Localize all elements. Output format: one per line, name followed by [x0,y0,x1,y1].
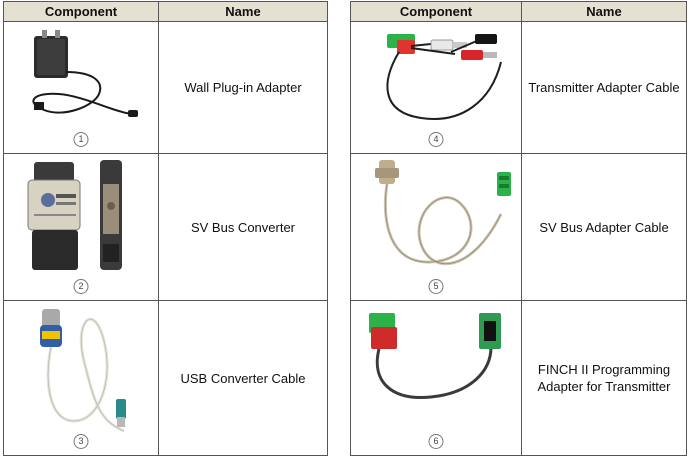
item-name: Transmitter Adapter Cable [521,21,687,154]
item-name: SV Bus Adapter Cable [521,153,687,301]
sv-bus-converter-image: 2 [3,153,159,301]
name-header: Name [158,1,328,22]
item-number-badge: 2 [73,279,89,294]
left-components-table: Component Name 1 Wall Plug-in Adapter [3,1,328,456]
component-header: Component [3,1,159,22]
item-number-badge: 4 [428,132,444,147]
sv-bus-adapter-cable-image: 5 [350,153,522,301]
item-number-badge: 3 [73,434,89,449]
right-components-table: Component Name 4 Transmitter Adapter Cab… [350,1,687,456]
wall-adapter-image: 1 [3,21,159,154]
table-row: 6 FINCH II Programming Adapter for Trans… [350,300,687,456]
item-name: Wall Plug-in Adapter [158,21,328,154]
item-name: SV Bus Converter [158,153,328,301]
usb-converter-cable-image: 3 [3,300,159,456]
item-number-badge: 1 [73,132,89,147]
table-row: 2 SV Bus Converter [3,153,328,301]
item-number-badge: 5 [428,279,444,294]
transmitter-adapter-cable-image: 4 [350,21,522,154]
table-row: 4 Transmitter Adapter Cable [350,21,687,154]
item-number-badge: 6 [428,434,444,449]
table-row: 5 SV Bus Adapter Cable [350,153,687,301]
table-row: 3 USB Converter Cable [3,300,328,456]
component-header: Component [350,1,522,22]
item-name: USB Converter Cable [158,300,328,456]
name-header: Name [521,1,687,22]
item-name: FINCH II Programming Adapter for Transmi… [521,300,687,456]
finch-programming-adapter-image: 6 [350,300,522,456]
table-row: 1 Wall Plug-in Adapter [3,21,328,154]
